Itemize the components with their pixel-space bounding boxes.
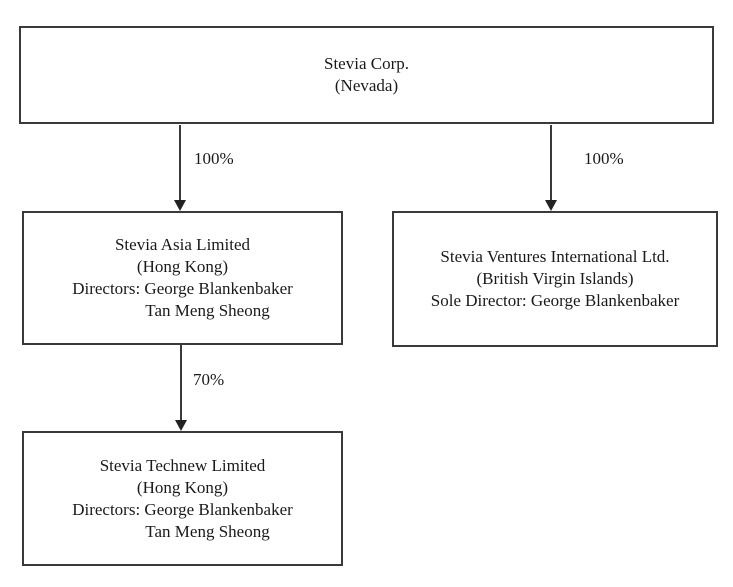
company-jurisdiction: (Hong Kong) [136,477,229,497]
company-name: Stevia Corp. [324,54,409,73]
arrow-down-icon [175,420,187,431]
ownership-label-corp-to-ventures: 100% [584,149,624,168]
arrow-down-icon [174,200,186,211]
director-second-name: Tan Meng Sheong [145,521,270,541]
director-second-name: Tan Meng Sheong [145,301,270,320]
node-stevia-corp: Stevia Corp. (Nevada) [19,26,714,124]
ownership-label-asia-to-technew: 70% [193,370,225,389]
ownership-label-corp-to-asia: 100% [194,149,234,168]
company-name: Stevia Asia Limited [114,235,251,254]
sole-director-line: Sole Director: George Blankenbaker [430,291,680,310]
node-stevia-technew: Stevia Technew Limited (Hong Kong) Direc… [22,431,343,566]
company-name: Stevia Technew Limited [99,455,266,475]
edge-corp-to-asia-line [179,125,181,201]
company-jurisdiction: (Hong Kong) [136,257,229,276]
directors-line: Directors: George Blankenbaker [72,279,293,298]
company-jurisdiction: (Nevada) [334,76,399,95]
edge-corp-to-ventures-line [550,125,552,201]
directors-line: Directors: George Blankenbaker [72,499,293,519]
arrow-down-icon [545,200,557,211]
edge-asia-to-technew-line [180,345,182,421]
node-stevia-asia: Stevia Asia Limited (Hong Kong) Director… [22,211,343,345]
company-jurisdiction: (British Virgin Islands) [476,269,634,288]
node-stevia-ventures: Stevia Ventures International Ltd. (Brit… [392,211,718,347]
company-name: Stevia Ventures International Ltd. [440,247,670,266]
